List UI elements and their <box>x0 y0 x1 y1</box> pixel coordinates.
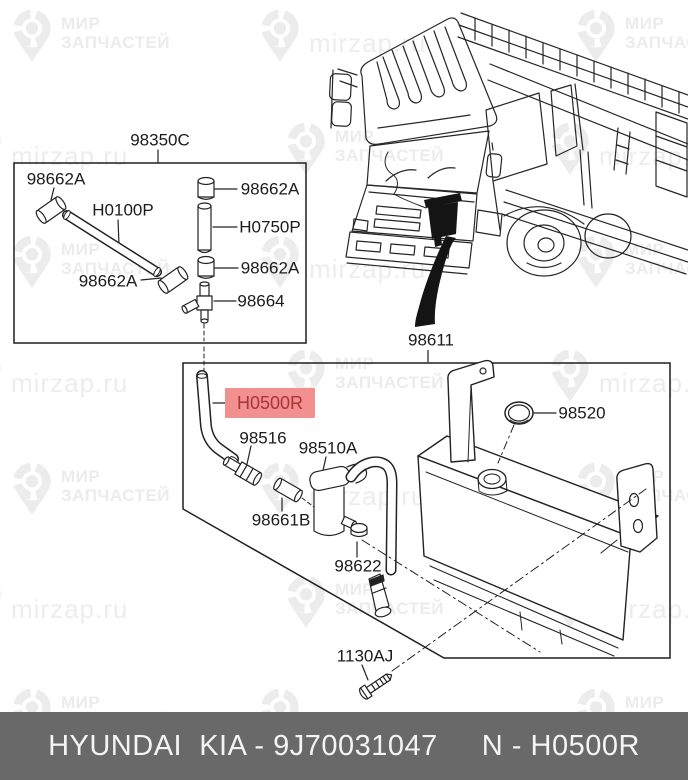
part-label-98516[interactable]: 98516 <box>239 428 287 448</box>
tank-cap-98520 <box>504 401 534 425</box>
footer-bar: HYUNDAI KIA - 9J70031047 N - H0500R <box>0 712 688 780</box>
location-arrow <box>415 193 462 327</box>
part-label-98350c[interactable]: 98350C <box>130 130 190 150</box>
grommet-98622 <box>350 522 368 538</box>
upper-parts-contents <box>35 149 239 372</box>
part-label-98664[interactable]: 98664 <box>237 291 285 311</box>
bolt-1130aj <box>358 673 393 700</box>
sleeve-98661b <box>273 477 303 503</box>
lower-parts-contents <box>196 359 659 700</box>
part-label-98611[interactable]: 98611 <box>407 330 455 350</box>
truck-illustration <box>328 12 688 277</box>
part-label-1130aj[interactable]: 1130AJ <box>336 646 394 666</box>
part-label-98661b[interactable]: 98661B <box>251 510 311 530</box>
part-label-h0500r-highlight[interactable]: H0500R <box>224 388 316 418</box>
footer-part-reference: N - H0500R <box>481 729 640 762</box>
footer-catalog-number: HYUNDAI KIA - 9J70031047 <box>48 729 438 762</box>
watermark-url: mirzap.ru <box>0 121 128 175</box>
part-label-98662a[interactable]: 98662A <box>78 271 138 291</box>
part-label-98662a[interactable]: 98662A <box>240 258 300 278</box>
part-label-98662a[interactable]: 98662A <box>26 169 86 189</box>
upper-parts-box <box>13 162 307 344</box>
pump-hose <box>345 456 398 618</box>
watermark-url: mirzap.ru <box>548 348 688 402</box>
part-label-h0100p[interactable]: H0100P <box>92 200 154 220</box>
valve-98516 <box>222 456 263 486</box>
part-label-98520[interactable]: 98520 <box>558 403 606 423</box>
washer-tank <box>417 359 659 657</box>
watermark-url: mirzap.ru <box>0 574 128 628</box>
part-label-h0750p[interactable]: H0750P <box>239 217 301 237</box>
part-label-98622[interactable]: 98622 <box>334 556 382 576</box>
lower-parts-box <box>182 350 671 659</box>
part-label-98662a[interactable]: 98662A <box>240 179 300 199</box>
part-label-98510a[interactable]: 98510A <box>298 438 358 458</box>
watermark-url: mirzap.ru <box>0 348 128 402</box>
